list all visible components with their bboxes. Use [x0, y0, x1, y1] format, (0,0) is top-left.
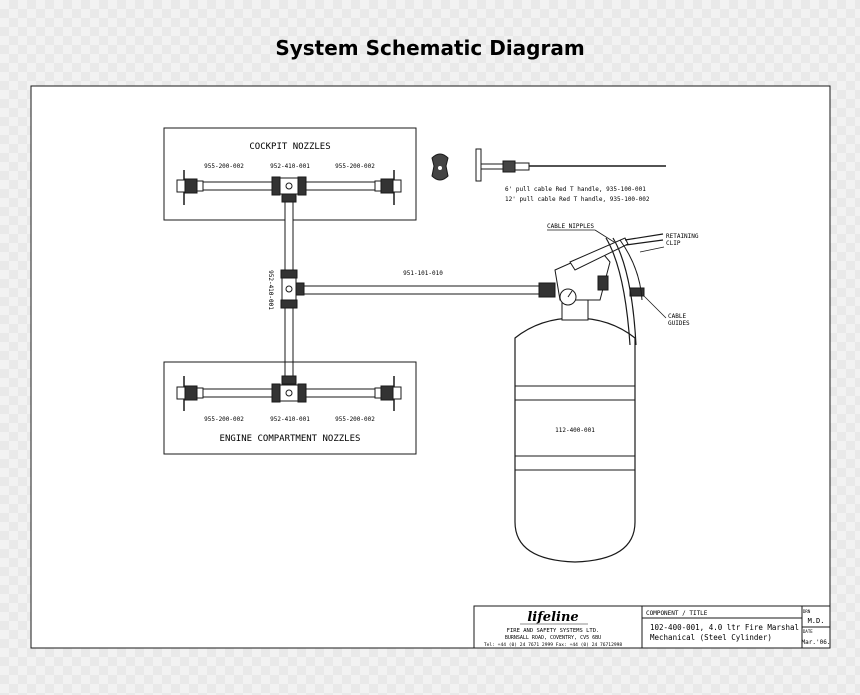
engine-part-left: 955-200-002 [204, 416, 244, 423]
cylinder [514, 297, 636, 563]
drawn-label: DRN [803, 609, 811, 614]
cockpit-nozzles-group: COCKPIT NOZZLES 955-200-002 952-410-001 … [163, 127, 417, 221]
component-line-1: 102-400-001, 4.0 ltr Fire Marshal [650, 623, 799, 632]
company-phone: Tel: +44 (0) 24 7671 2999 Fax: +44 (0) 2… [484, 642, 623, 648]
pull-cable-icon [475, 148, 666, 182]
pull-cable-text-2: 12' pull cable Red T handle, 935-100-002 [505, 196, 650, 203]
company-address: BURNSALL ROAD, COVENTRY, CV5 6BU [505, 635, 601, 641]
cockpit-part-left: 955-200-002 [204, 163, 244, 170]
cockpit-part-tee: 952-410-001 [270, 163, 310, 170]
cockpit-part-right: 955-200-002 [335, 163, 375, 170]
lifeline-logo: lifeline [527, 610, 578, 625]
drawing-sheet [30, 85, 831, 649]
engine-nozzle-right [374, 376, 402, 411]
engine-tee [271, 375, 307, 403]
date-label: DATE [803, 629, 813, 634]
callout-retaining-1: RETAINING [666, 233, 699, 240]
lever-handle [569, 237, 629, 271]
engine-nozzles-group: 955-200-002 952-410-001 955-200-002 ENGI… [163, 361, 417, 455]
cockpit-nozzle-right [374, 170, 402, 205]
component-header: COMPONENT / TITLE [646, 610, 708, 617]
engine-title: ENGINE COMPARTMENT NOZZLES [220, 434, 361, 444]
riser-part-label: 952-410-001 [267, 270, 274, 310]
callout-retaining-2: CLIP [666, 240, 681, 247]
main-pipe [303, 285, 540, 295]
drawn-value: M.D. [808, 617, 825, 625]
valve-head [538, 233, 664, 346]
riser-pipe [280, 201, 305, 377]
cockpit-title: COCKPIT NOZZLES [249, 142, 330, 152]
page-title: System Schematic Diagram [275, 36, 585, 60]
callout-guides-2: GUIDES [668, 320, 690, 327]
company-name: FIRE AND SAFETY SYSTEMS LTD. [507, 628, 600, 634]
t-handle-icon [431, 153, 449, 181]
engine-box [163, 361, 417, 455]
title-block [473, 605, 831, 649]
date-value: Mar.'06. [802, 639, 831, 646]
cockpit-tee [271, 176, 307, 203]
engine-part-right: 955-200-002 [335, 416, 375, 423]
pull-cable-text-1: 6' pull cable Red T handle, 935-100-001 [505, 186, 646, 193]
main-pipe-label: 951-101-010 [403, 270, 443, 277]
engine-nozzle-left [176, 376, 204, 411]
callout-cable-nipples: CABLE NIPPLES [547, 223, 594, 230]
callout-guides-1: CABLE [668, 313, 686, 320]
component-line-2: Mechanical (Steel Cylinder) [650, 633, 772, 642]
engine-part-tee: 952-410-001 [270, 416, 310, 423]
cylinder-part-label: 112-400-001 [555, 427, 595, 434]
cockpit-nozzle-left [176, 170, 204, 205]
